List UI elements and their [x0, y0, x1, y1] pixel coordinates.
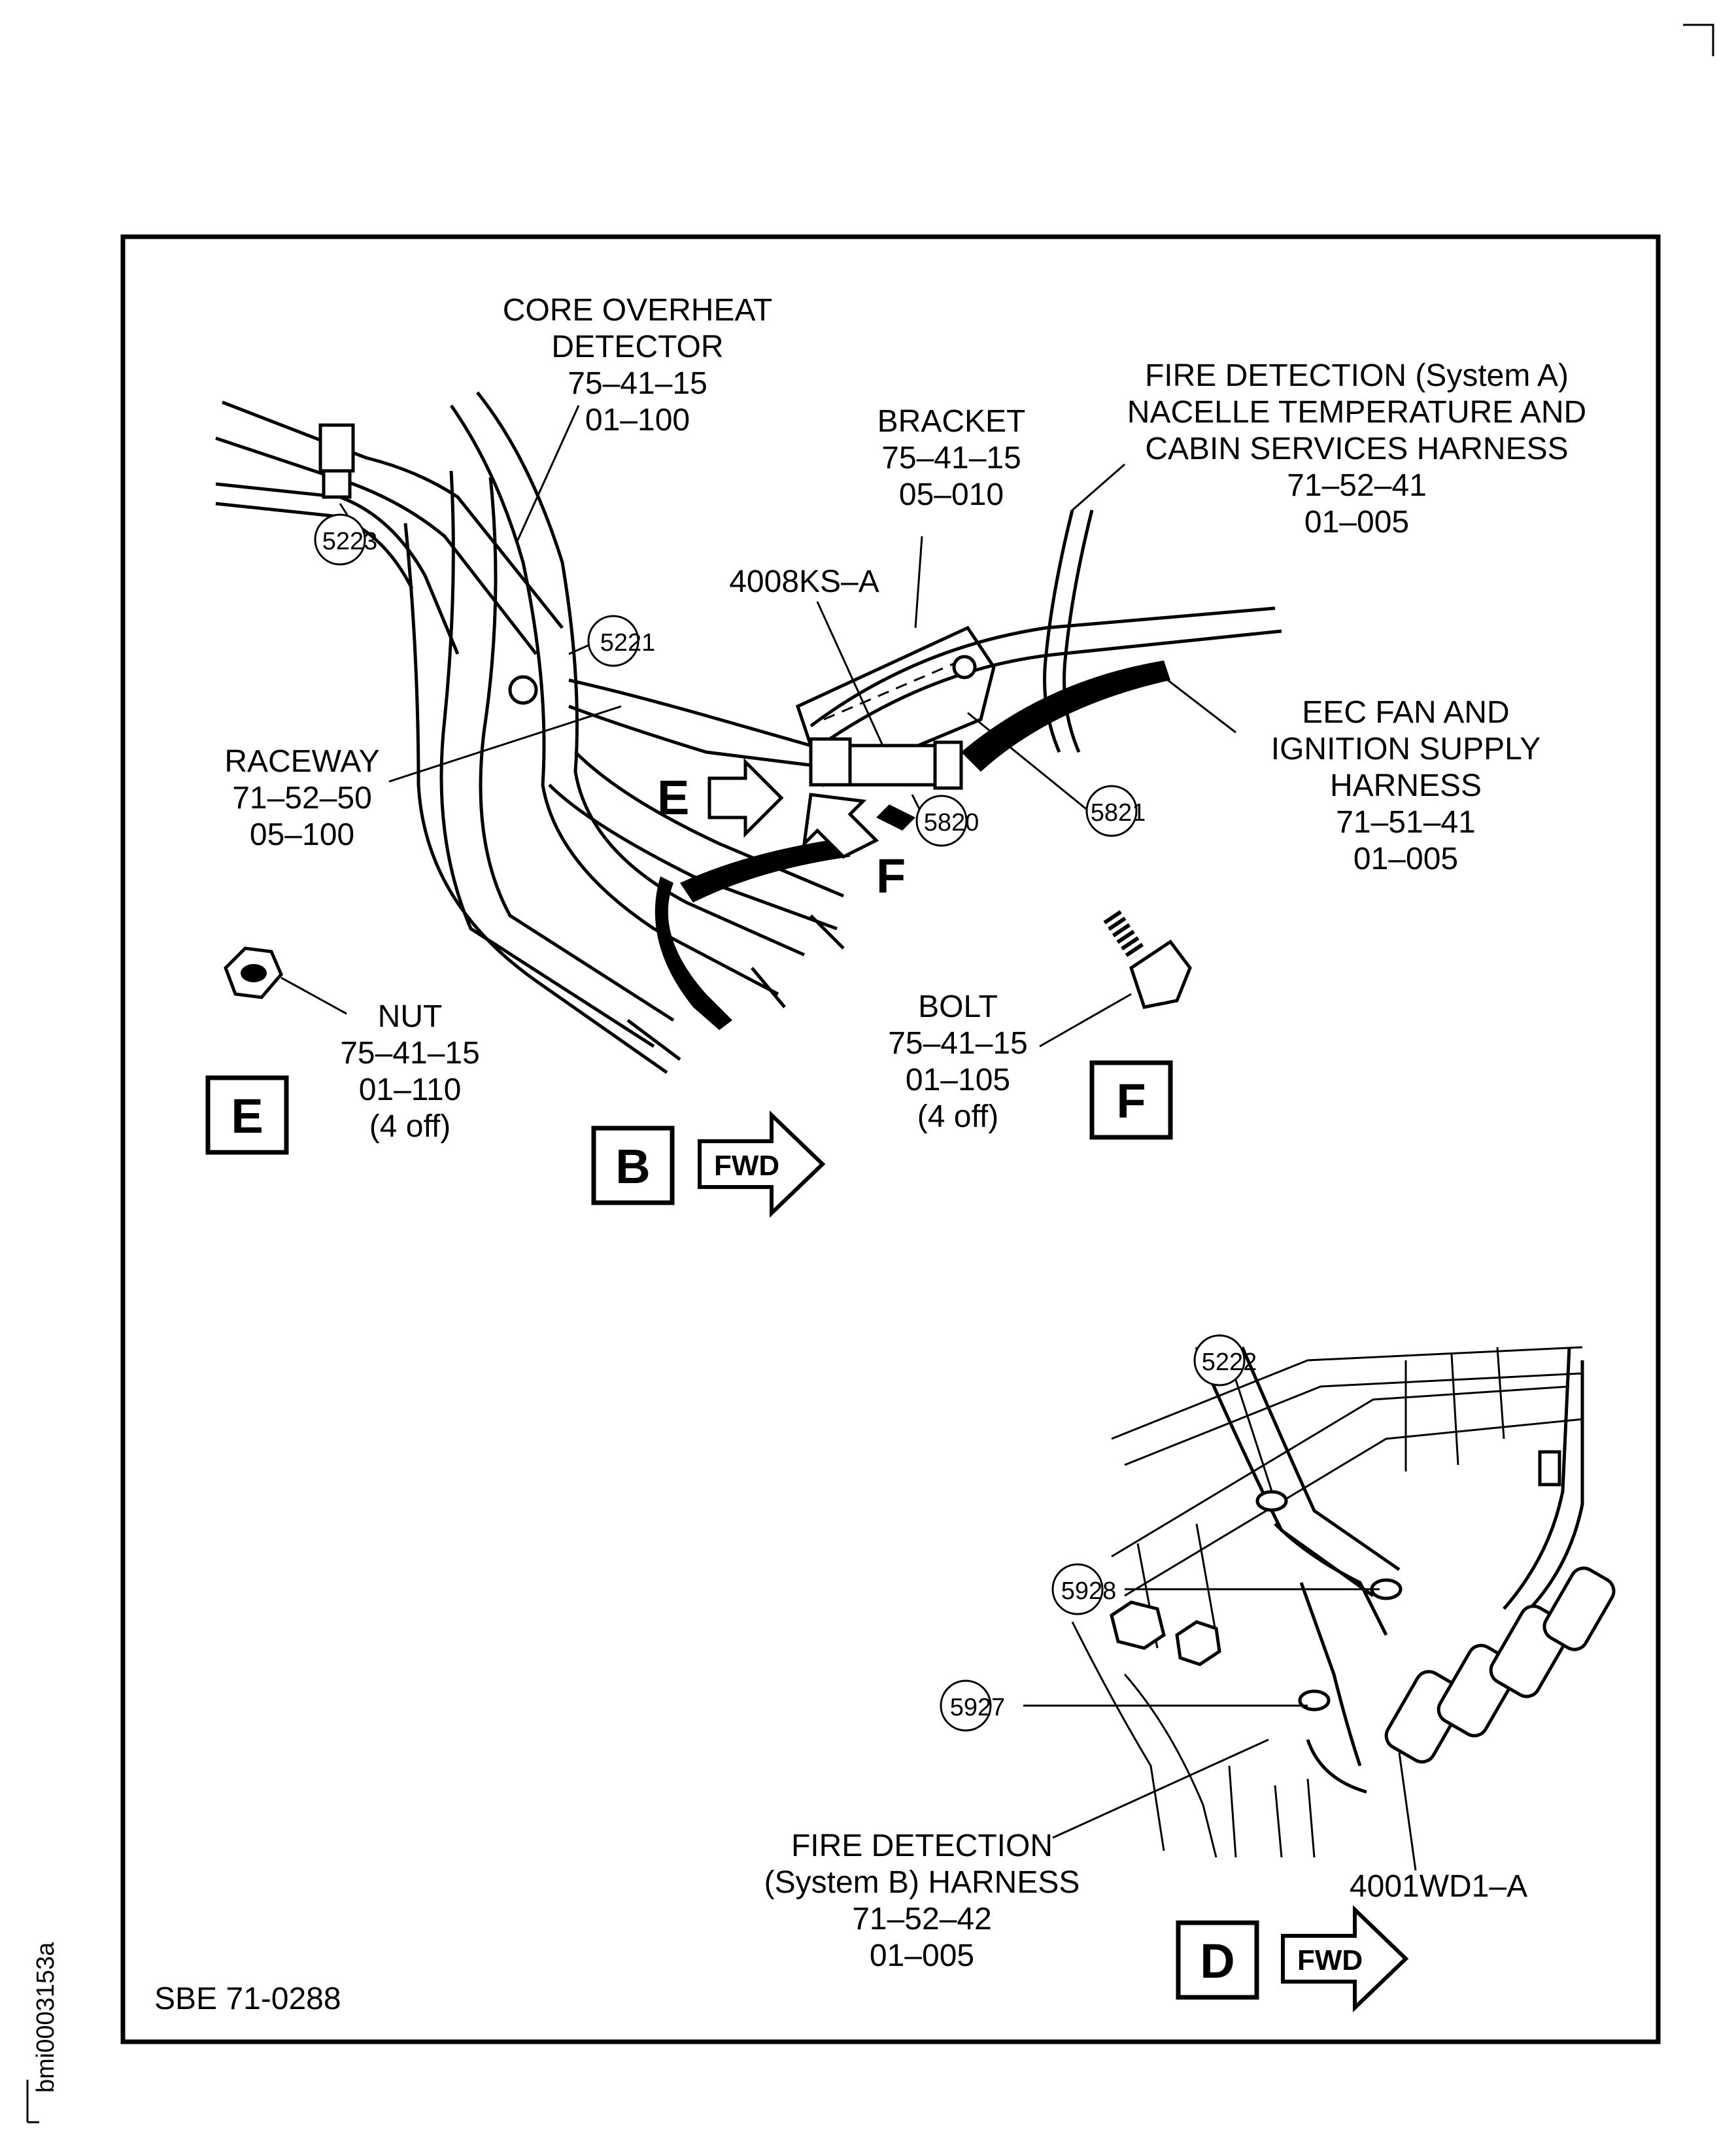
view-e-arrow-letter: E: [657, 770, 689, 825]
svg-text:D: D: [1200, 1934, 1234, 1988]
view-d-box: D: [1176, 1920, 1259, 2000]
svg-text:BRACKET: BRACKET: [877, 404, 1026, 439]
callout-5928: 5928: [1051, 1563, 1117, 1615]
svg-text:NACELLE TEMPERATURE AND: NACELLE TEMPERATURE AND: [1127, 395, 1586, 430]
svg-text:FIRE DETECTION (System A): FIRE DETECTION (System A): [1145, 358, 1569, 393]
view-e-box: E: [205, 1075, 289, 1155]
svg-text:75–41–15: 75–41–15: [340, 1036, 480, 1071]
svg-text:CORE OVERHEAT: CORE OVERHEAT: [503, 293, 773, 328]
crop-mark-top-right: [1683, 24, 1714, 56]
callout-5223: 5223: [314, 513, 378, 566]
svg-text:5928: 5928: [1061, 1577, 1117, 1605]
leader-lines-lower: [1023, 1379, 1417, 1871]
label-core-overheat: CORE OVERHEAT DETECTOR 75–41–15 01–100: [503, 293, 773, 438]
svg-text:5927: 5927: [950, 1694, 1006, 1721]
nut-illustration: [224, 946, 283, 999]
svg-text:FIRE DETECTION: FIRE DETECTION: [791, 1829, 1053, 1863]
svg-text:CABIN SERVICES HARNESS: CABIN SERVICES HARNESS: [1145, 432, 1568, 466]
svg-text:F: F: [1116, 1074, 1146, 1128]
view-d-illustration: [1071, 1346, 1616, 1858]
svg-text:01–005: 01–005: [1353, 842, 1458, 876]
svg-text:71–52–50: 71–52–50: [232, 781, 372, 816]
svg-text:DETECTOR: DETECTOR: [551, 330, 723, 364]
svg-text:FWD: FWD: [1297, 1944, 1363, 1976]
fwd-arrow-d: FWD: [1281, 1904, 1409, 2013]
svg-text:E: E: [231, 1089, 263, 1143]
view-f-arrow: [802, 793, 879, 859]
leader-lines-upper: [281, 405, 1236, 1048]
svg-text:EEC FAN AND: EEC FAN AND: [1302, 695, 1509, 730]
view-b-box: B: [591, 1126, 675, 1205]
eec-harness-shape: [961, 661, 1170, 772]
callout-5927: 5927: [940, 1679, 1006, 1732]
sbe-reference: SBE 71-0288: [154, 1982, 341, 2016]
figure-id: bmi0003153a: [32, 1942, 60, 2093]
label-fire-detection-b: FIRE DETECTION (System B) HARNESS 71–52–…: [764, 1829, 1080, 1973]
label-connector-4008ks-a: 4008KS–A: [729, 564, 879, 599]
view-b-illustration: [215, 391, 1282, 1075]
svg-text:75–41–15: 75–41–15: [881, 441, 1021, 475]
svg-text:5222: 5222: [1202, 1349, 1257, 1376]
svg-text:01–005: 01–005: [870, 1938, 974, 1973]
svg-text:(4 off): (4 off): [369, 1109, 451, 1144]
svg-text:5221: 5221: [600, 629, 656, 657]
svg-text:B: B: [615, 1139, 650, 1194]
label-fire-detection-a: FIRE DETECTION (System A) NACELLE TEMPER…: [1127, 358, 1586, 540]
svg-text:IGNITION SUPPLY: IGNITION SUPPLY: [1271, 732, 1541, 766]
svg-text:01–100: 01–100: [585, 403, 690, 438]
svg-text:(4 off): (4 off): [917, 1099, 999, 1134]
fwd-arrow-b: FWD: [698, 1110, 826, 1218]
svg-text:75–41–15: 75–41–15: [888, 1026, 1028, 1061]
svg-text:BOLT: BOLT: [918, 990, 998, 1024]
label-bolt: BOLT 75–41–15 01–105 (4 off): [888, 990, 1028, 1134]
label-bracket: BRACKET 75–41–15 05–010: [877, 404, 1026, 512]
svg-text:01–105: 01–105: [906, 1063, 1010, 1097]
view-f-arrow-letter: F: [876, 849, 906, 903]
bolt-illustration: [1103, 910, 1192, 1009]
svg-text:05–100: 05–100: [250, 817, 354, 852]
callout-5821: 5821: [1085, 785, 1146, 837]
label-connector-4001wd1-a: 4001WD1–A: [1350, 1869, 1527, 1904]
svg-text:75–41–15: 75–41–15: [568, 366, 707, 401]
svg-text:5821: 5821: [1091, 799, 1146, 827]
svg-text:NUT: NUT: [378, 999, 443, 1034]
svg-text:01–005: 01–005: [1304, 505, 1409, 540]
svg-text:5223: 5223: [322, 528, 378, 555]
svg-text:(System B) HARNESS: (System B) HARNESS: [764, 1865, 1080, 1900]
svg-text:71–52–41: 71–52–41: [1287, 468, 1427, 503]
callout-5820: 5820: [915, 795, 979, 847]
svg-text:71–51–41: 71–51–41: [1336, 805, 1476, 840]
label-eec-fan: EEC FAN AND IGNITION SUPPLY HARNESS 71–5…: [1271, 695, 1541, 876]
svg-text:RACEWAY: RACEWAY: [224, 744, 379, 779]
diagram-frame: [120, 234, 1661, 2044]
svg-text:01–110: 01–110: [359, 1073, 462, 1107]
crop-mark-bottom-left: [26, 2080, 39, 2124]
label-raceway: RACEWAY 71–52–50 05–100: [224, 744, 379, 852]
callout-5221: 5221: [587, 615, 656, 667]
svg-text:71–52–42: 71–52–42: [852, 1902, 992, 1936]
svg-text:05–010: 05–010: [899, 477, 1004, 512]
svg-text:5820: 5820: [924, 809, 979, 836]
view-e-arrow: [707, 757, 784, 838]
callout-5222: 5222: [1193, 1334, 1257, 1386]
svg-text:HARNESS: HARNESS: [1330, 768, 1482, 803]
view-f-box: F: [1089, 1060, 1173, 1140]
svg-text:FWD: FWD: [714, 1150, 779, 1182]
label-nut: NUT 75–41–15 01–110 (4 off): [340, 999, 480, 1144]
